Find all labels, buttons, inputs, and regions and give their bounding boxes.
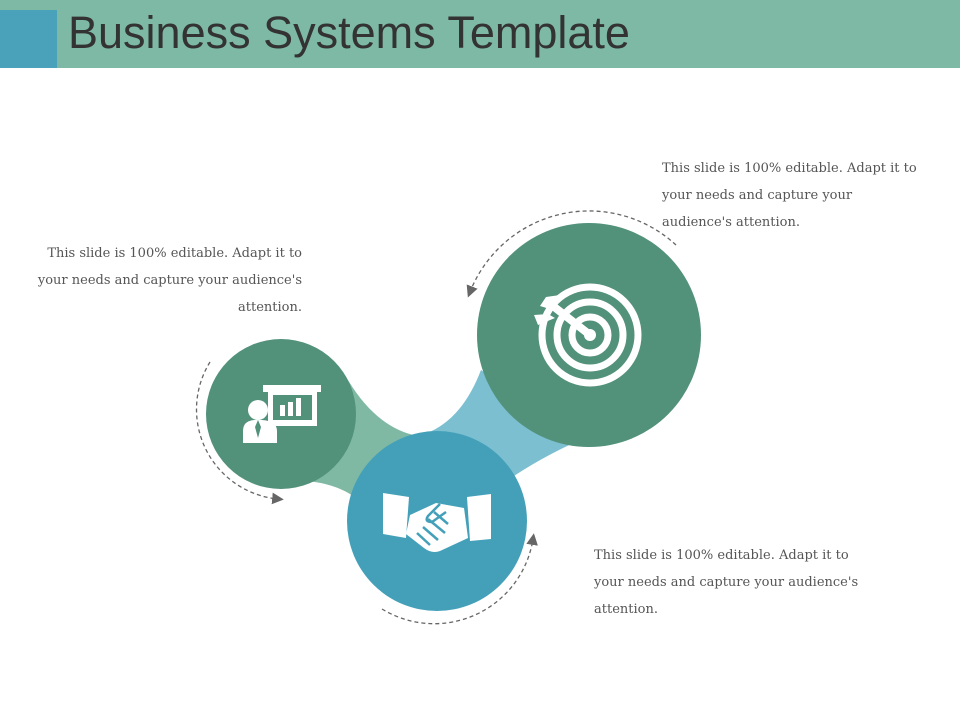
dashed-arrow-target bbox=[466, 210, 677, 298]
header-accent-square bbox=[0, 10, 57, 68]
caption-target: This slide is 100% editable. Adapt it to… bbox=[662, 161, 917, 230]
target-icon bbox=[534, 283, 642, 387]
dashed-arrow-presentation bbox=[195, 361, 284, 505]
caption-presentation: This slide is 100% editable. Adapt it to… bbox=[37, 246, 302, 315]
page-title: Business Systems Template bbox=[68, 7, 630, 58]
presentation-icon bbox=[243, 385, 321, 443]
dashed-arrow-handshake bbox=[381, 533, 538, 625]
handshake-icon bbox=[383, 493, 491, 552]
caption-handshake: This slide is 100% editable. Adapt it to… bbox=[594, 548, 859, 617]
header-bar: Business Systems Template bbox=[0, 0, 960, 68]
